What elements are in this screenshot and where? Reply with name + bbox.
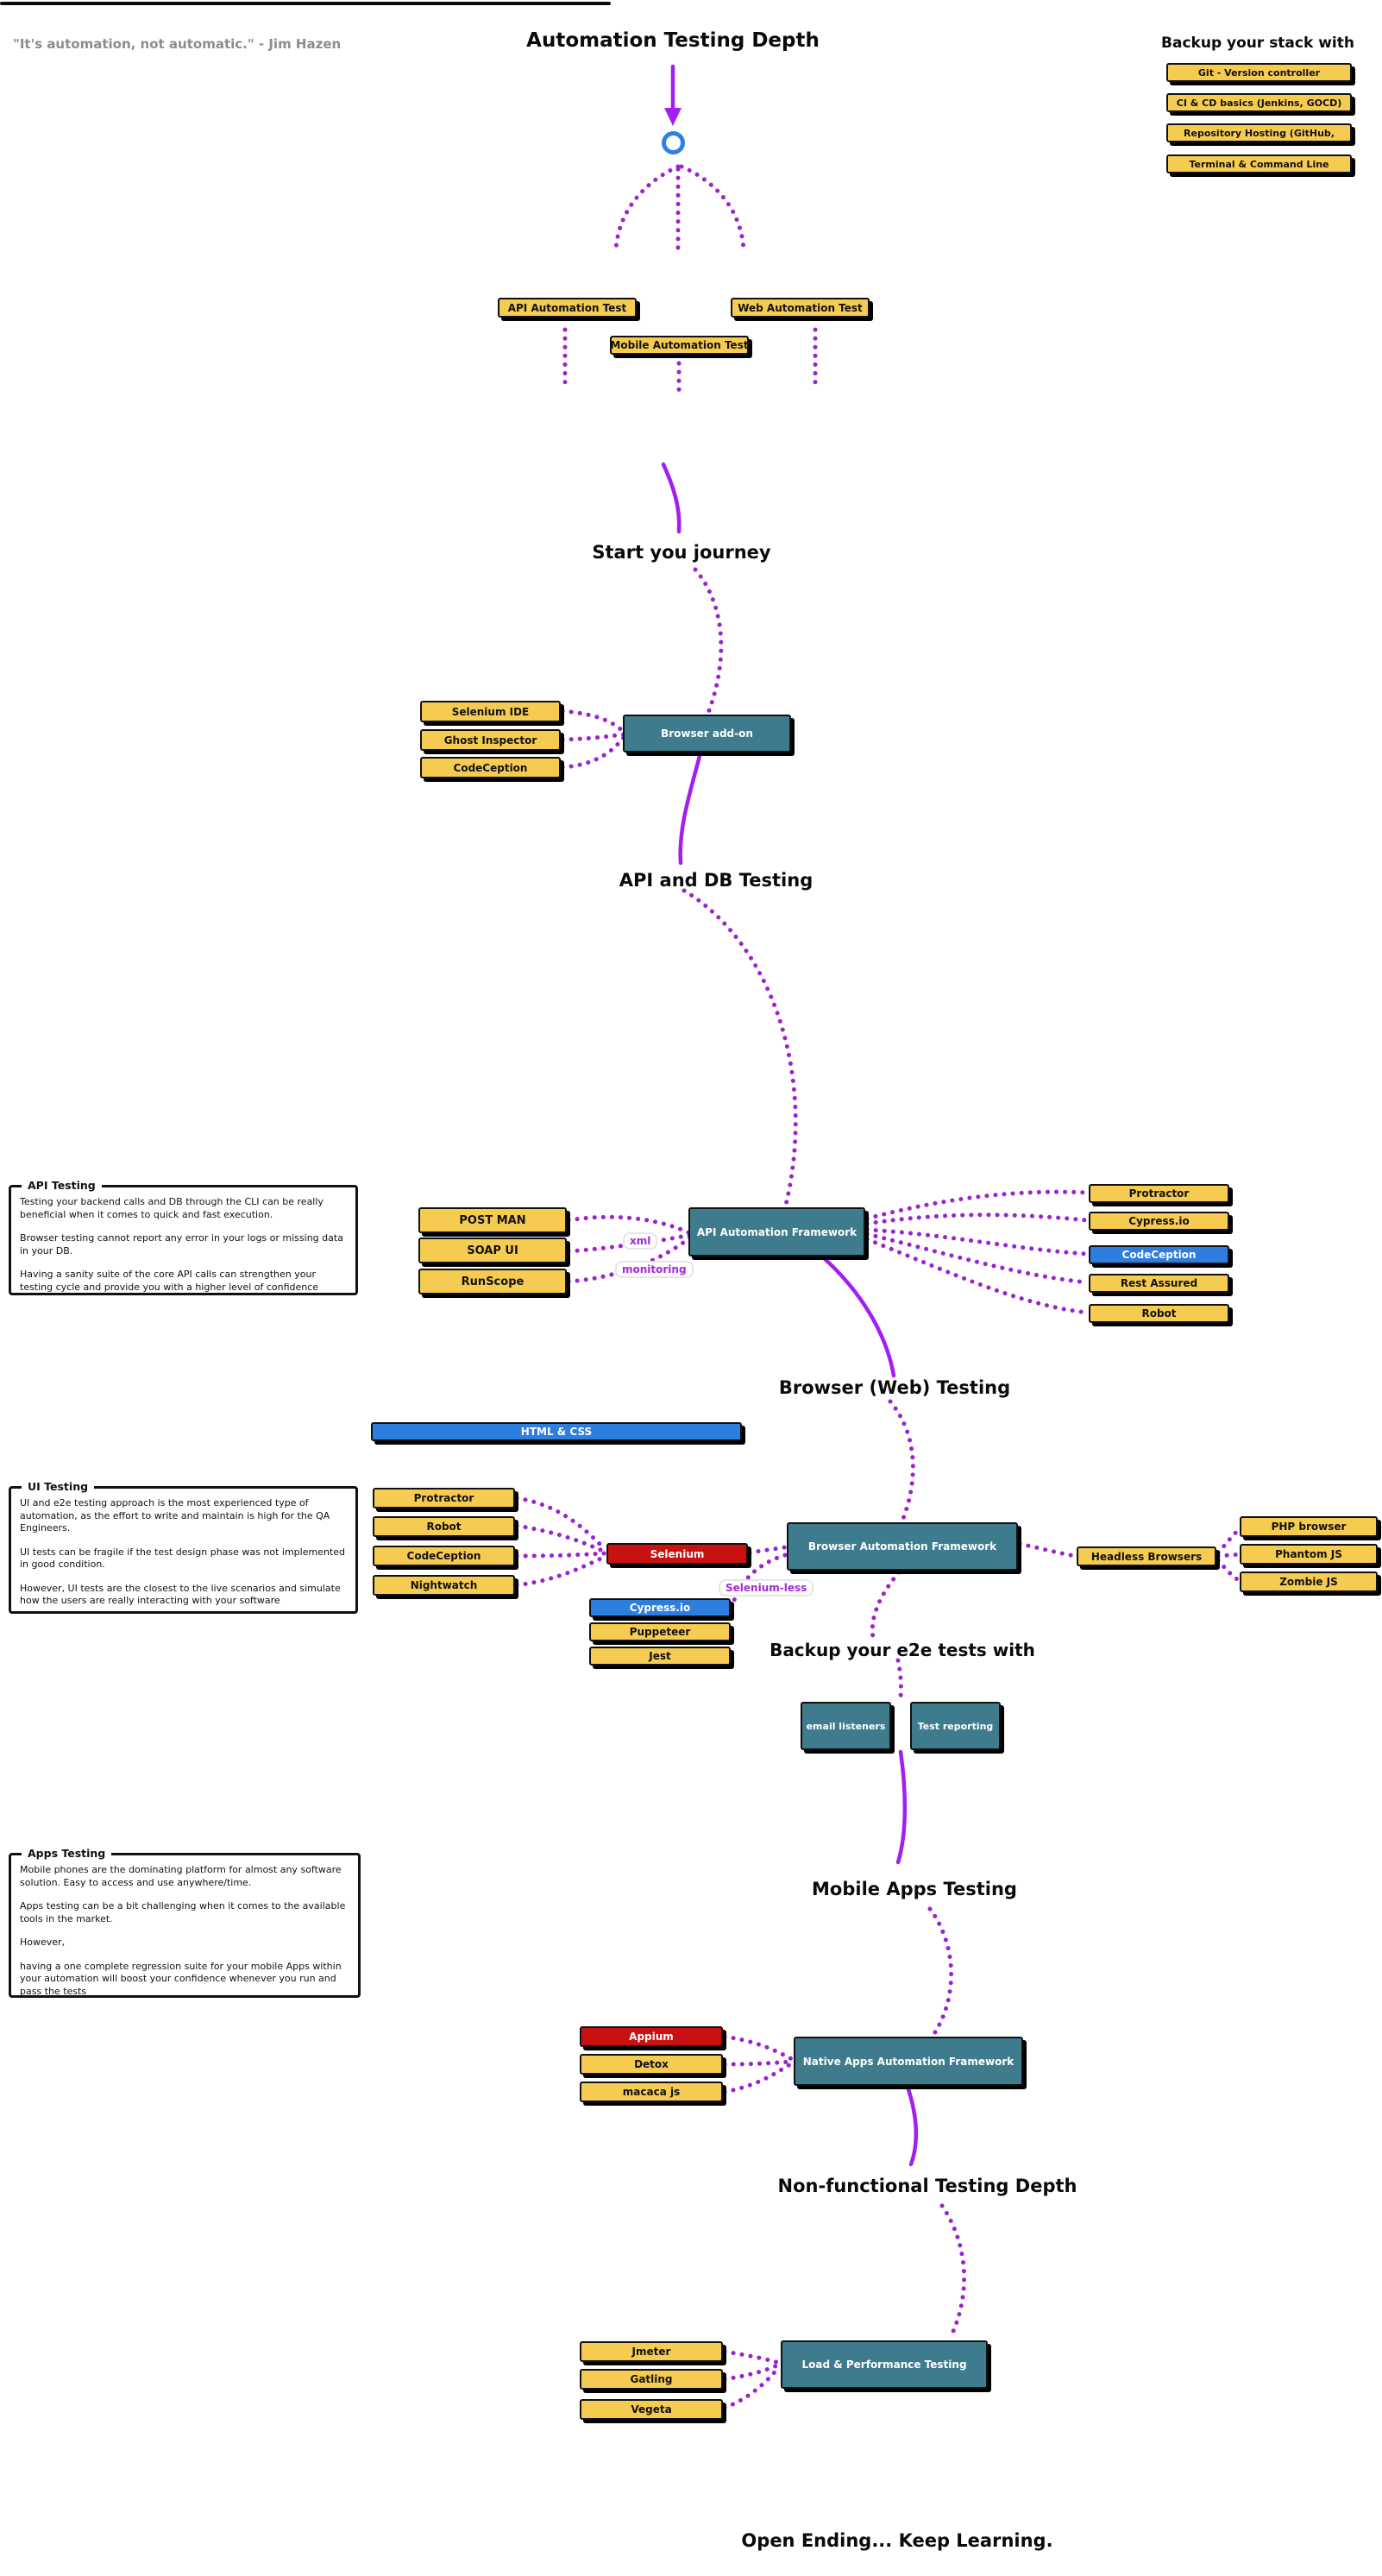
node-runscope[interactable]: RunScope bbox=[418, 1269, 567, 1294]
node-detox[interactable]: Detox bbox=[580, 2054, 723, 2075]
note-api-p3: Having a sanity suite of the core API ca… bbox=[20, 1269, 319, 1293]
node-puppeteer[interactable]: Puppeteer bbox=[589, 1622, 731, 1641]
section-title-start-journey: Start you journey bbox=[592, 542, 771, 563]
node-test-reporting[interactable]: Test reporting bbox=[910, 1702, 1001, 1750]
note-api-p1: Testing your backend calls and DB throug… bbox=[20, 1196, 324, 1220]
note-apps-legend: Apps Testing bbox=[22, 1847, 112, 1861]
node-ghost-inspector[interactable]: Ghost Inspector bbox=[420, 729, 561, 751]
node-headless-browsers[interactable]: Headless Browsers bbox=[1077, 1546, 1216, 1566]
node-jmeter[interactable]: Jmeter bbox=[580, 2341, 723, 2362]
note-ui-legend: UI Testing bbox=[22, 1480, 95, 1495]
note-ui-p1: UI and e2e testing approach is the most … bbox=[20, 1497, 330, 1534]
node-soap-ui[interactable]: SOAP UI bbox=[418, 1238, 567, 1263]
node-git[interactable]: Git - Version controller bbox=[1166, 63, 1352, 82]
node-browser-addon[interactable]: Browser add-on bbox=[623, 715, 791, 753]
note-ui-p2: UI tests can be fragile if the test desi… bbox=[20, 1546, 345, 1571]
node-nightwatch[interactable]: Nightwatch bbox=[373, 1575, 515, 1596]
note-apps-testing: Apps Testing Mobile phones are the domin… bbox=[9, 1847, 361, 1998]
node-gatling[interactable]: Gatling bbox=[580, 2369, 723, 2390]
section-title-browser: Browser (Web) Testing bbox=[778, 1377, 1011, 1398]
node-codeception-ui[interactable]: CodeCeption bbox=[373, 1546, 515, 1566]
node-selenium[interactable]: Selenium bbox=[606, 1543, 748, 1565]
node-jest[interactable]: Jest bbox=[589, 1647, 731, 1666]
edge-label-selenium-less: Selenium-less bbox=[719, 1579, 814, 1597]
section-title-e2e-backup: Backup your e2e tests with bbox=[770, 1640, 1035, 1660]
node-zombie-js[interactable]: Zombie JS bbox=[1240, 1571, 1378, 1592]
node-rest-assured[interactable]: Rest Assured bbox=[1089, 1274, 1229, 1293]
node-cypress-api[interactable]: Cypress.io bbox=[1089, 1212, 1229, 1231]
note-apps-p1: Mobile phones are the dominating platfor… bbox=[20, 1864, 342, 1888]
node-web-automation-test[interactable]: Web Automation Test bbox=[731, 298, 870, 318]
note-apps-p3: However, bbox=[20, 1937, 66, 1949]
section-title-api-db: API and DB Testing bbox=[619, 870, 813, 891]
edge-label-xml: xml bbox=[623, 1232, 658, 1250]
node-codeception-api[interactable]: CodeCeption bbox=[1089, 1245, 1229, 1264]
node-robot-api[interactable]: Robot bbox=[1089, 1304, 1229, 1323]
section-title-mobile: Mobile Apps Testing bbox=[812, 1879, 1017, 1899]
start-ring-icon[interactable] bbox=[662, 131, 685, 154]
node-browser-automation-framework[interactable]: Browser Automation Framework bbox=[787, 1522, 1018, 1571]
node-appium[interactable]: Appium bbox=[580, 2026, 723, 2047]
node-native-apps-framework[interactable]: Native Apps Automation Framework bbox=[794, 2037, 1023, 2086]
node-postman[interactable]: POST MAN bbox=[418, 1207, 567, 1233]
node-load-performance-testing[interactable]: Load & Performance Testing bbox=[781, 2340, 988, 2389]
node-api-automation-framework[interactable]: API Automation Framework bbox=[688, 1207, 865, 1257]
node-repo-hosting[interactable]: Repository Hosting (GitHub, bbox=[1166, 123, 1352, 142]
node-vegeta[interactable]: Vegeta bbox=[580, 2399, 723, 2420]
quote-text: "It's automation, not automatic." - Jim … bbox=[13, 36, 342, 52]
note-api-legend: API Testing bbox=[22, 1179, 102, 1194]
edge-label-monitoring: monitoring bbox=[615, 1261, 694, 1279]
node-cypress-ui[interactable]: Cypress.io bbox=[589, 1598, 731, 1617]
note-api-testing: API Testing Testing your backend calls a… bbox=[9, 1179, 358, 1295]
node-html-css[interactable]: HTML & CSS bbox=[371, 1422, 742, 1441]
backup-stack-title: Backup your stack with bbox=[1161, 35, 1354, 52]
node-macaca-js[interactable]: macaca js bbox=[580, 2082, 723, 2102]
node-mobile-automation-test[interactable]: Mobile Automation Test bbox=[610, 336, 749, 355]
node-robot-ui[interactable]: Robot bbox=[373, 1516, 515, 1537]
node-php-browser[interactable]: PHP browser bbox=[1240, 1516, 1378, 1537]
note-api-p2: Browser testing cannot report any error … bbox=[20, 1232, 343, 1257]
node-codeception-addon[interactable]: CodeCeption bbox=[420, 757, 561, 778]
node-protractor-api[interactable]: Protractor bbox=[1089, 1184, 1229, 1203]
node-selenium-ide[interactable]: Selenium IDE bbox=[420, 701, 561, 722]
note-ui-testing: UI Testing UI and e2e testing approach i… bbox=[9, 1480, 358, 1614]
node-ci-cd[interactable]: CI & CD basics (Jenkins, GOCD) bbox=[1166, 93, 1352, 112]
node-api-automation-test[interactable]: API Automation Test bbox=[498, 298, 637, 318]
node-email-listeners[interactable]: email listeners bbox=[801, 1702, 891, 1750]
note-ui-p3: However, UI tests are the closest to the… bbox=[20, 1582, 341, 1607]
page-title: Automation Testing Depth bbox=[526, 29, 820, 52]
arrow-head-icon bbox=[664, 108, 682, 126]
node-protractor-ui[interactable]: Protractor bbox=[373, 1488, 515, 1508]
node-terminal[interactable]: Terminal & Command Line bbox=[1166, 154, 1352, 173]
closing-title: Open Ending... Keep Learning. bbox=[741, 2530, 1053, 2551]
note-apps-p2: Apps testing can be a bit challenging wh… bbox=[20, 1900, 346, 1924]
node-phantom-js[interactable]: Phantom JS bbox=[1240, 1544, 1378, 1565]
note-apps-p4: having a one complete regression suite f… bbox=[20, 1960, 342, 1997]
top-rule bbox=[0, 2, 611, 5]
section-title-nonfunctional: Non-functional Testing Depth bbox=[777, 2176, 1077, 2196]
